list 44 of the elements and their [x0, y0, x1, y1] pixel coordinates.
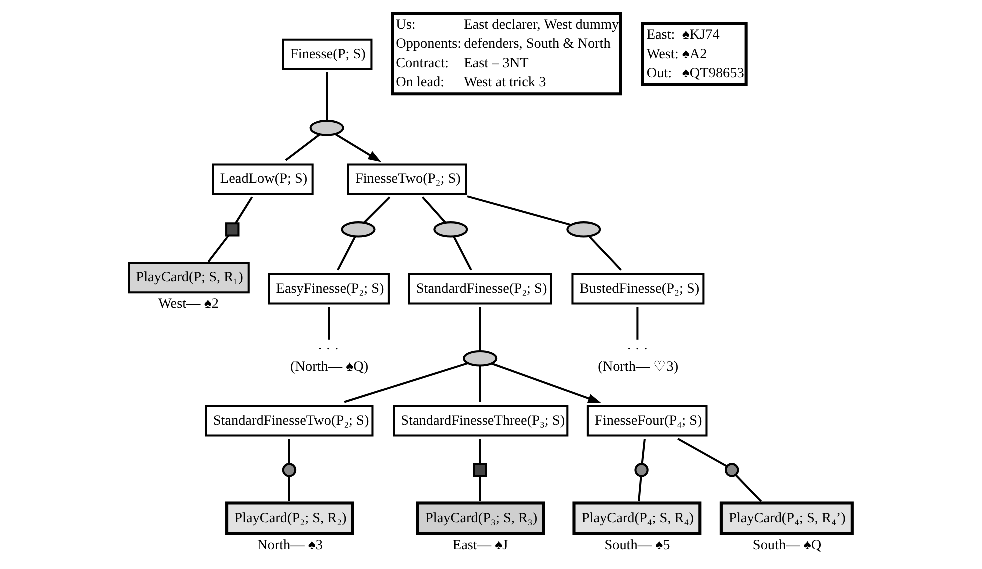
connector: [479, 307, 482, 352]
connector: [453, 236, 472, 271]
node-text: · · · (North— ♡3): [598, 342, 679, 375]
connector: [288, 476, 290, 502]
node-box: East: ♠KJ74 West: ♠A2 Out: ♠QT98653: [641, 22, 748, 86]
node-text: · · · (North— ♠Q): [290, 342, 369, 375]
connector: [285, 134, 320, 162]
node-ellipse: [310, 120, 344, 136]
node-circle: [282, 463, 297, 478]
node-label: East— ♠J: [452, 538, 508, 554]
connector: [467, 196, 572, 226]
connector: [288, 439, 290, 464]
node-label: West— ♠2: [158, 296, 219, 312]
connector: [735, 474, 762, 502]
node-label: South— ♠5: [604, 538, 670, 554]
connector: [588, 236, 622, 271]
node-box: Us: East declarer, West dummy Opponents: defenders, South & North Contract: East – 3NT On lead: West at trick 3: [391, 12, 622, 96]
node-ellipse: [341, 222, 376, 238]
connector: [479, 439, 482, 464]
node-ellipse: [566, 222, 602, 238]
node-circle: [725, 463, 740, 478]
node-ellipse: [434, 222, 468, 238]
node-label: North— ♠3: [258, 538, 324, 554]
connector: [235, 196, 254, 224]
connector: [208, 235, 230, 263]
connector: [479, 366, 482, 402]
node-box: [473, 463, 488, 478]
node-box: [226, 222, 240, 237]
connector: [344, 362, 468, 404]
connector: [326, 72, 328, 121]
connector: [479, 476, 482, 502]
arrow: [491, 362, 602, 404]
connector: [422, 196, 446, 224]
node-circle: [634, 463, 649, 478]
arrow: [335, 134, 382, 162]
connector: [328, 307, 330, 340]
connector: [638, 476, 642, 502]
node-label: South— ♠Q: [752, 538, 822, 554]
connector: [337, 236, 356, 271]
node-ellipse: [463, 350, 498, 367]
connector: [364, 196, 391, 224]
connector: [641, 438, 646, 464]
connector: [678, 438, 728, 468]
connector: [636, 307, 639, 340]
